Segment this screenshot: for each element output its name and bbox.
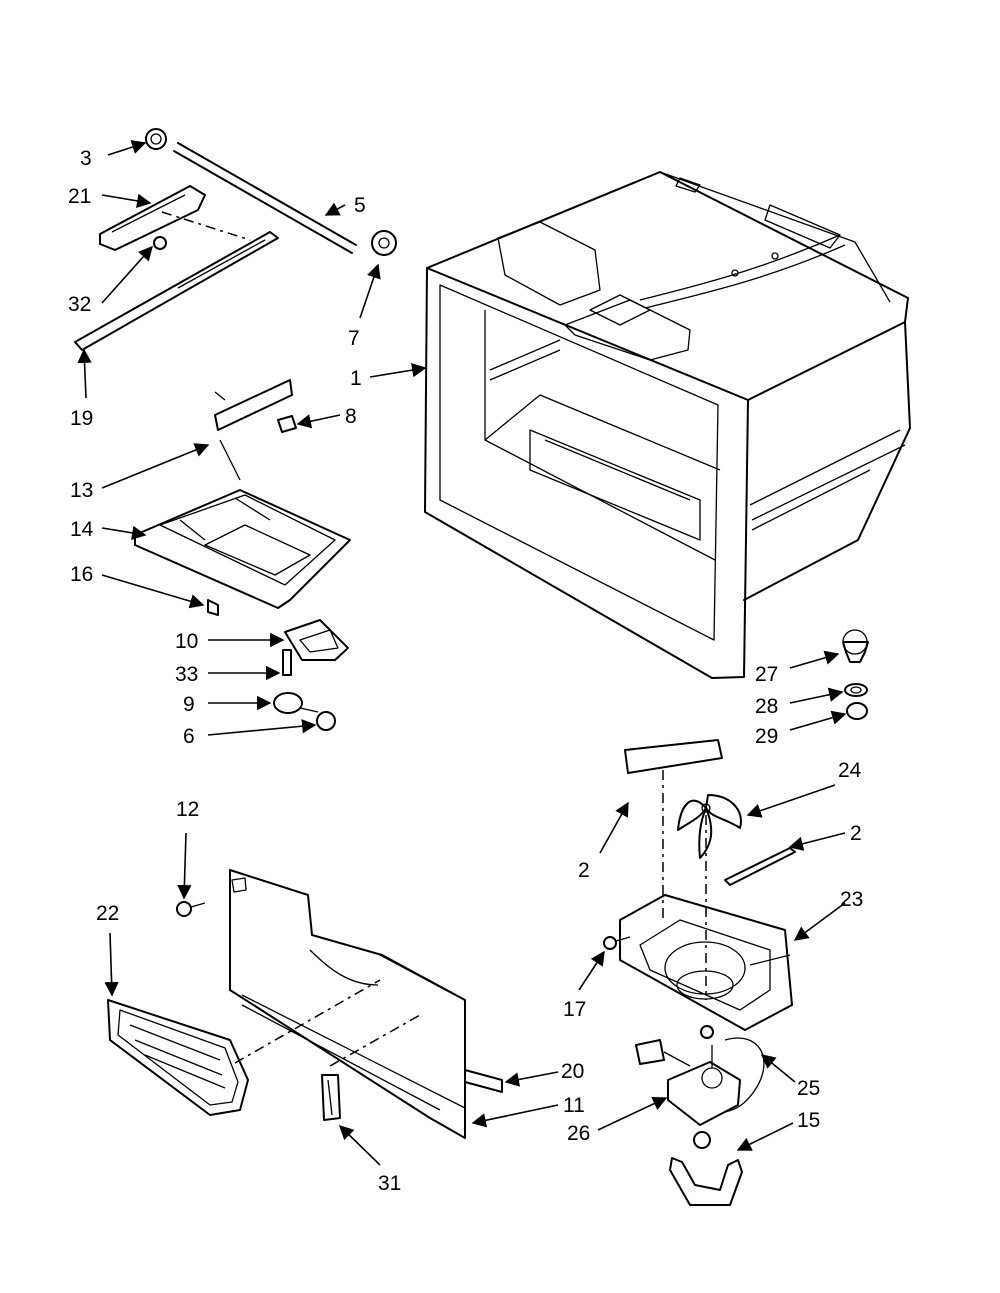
panel-assembly (107, 869, 503, 1139)
callout-2a: 2 (578, 859, 590, 882)
callout-15: 15 (797, 1109, 820, 1132)
callout-13: 13 (70, 479, 93, 502)
callout-6: 6 (183, 725, 195, 748)
callout-19: 19 (70, 407, 93, 430)
callout-8: 8 (345, 405, 357, 428)
cap-parts (842, 629, 869, 720)
callout-3: 3 (80, 147, 92, 170)
callout-9: 9 (183, 693, 195, 716)
rail-assembly (74, 128, 397, 351)
callout-31: 31 (378, 1172, 401, 1195)
callout-labels: 3 21 5 32 7 19 1 8 13 14 16 10 33 9 6 27… (68, 147, 863, 1195)
damper-parts (273, 619, 349, 731)
callout-22: 22 (96, 902, 119, 925)
damper-bracket (214, 379, 297, 481)
callout-5: 5 (354, 194, 366, 217)
callout-26: 26 (567, 1122, 590, 1145)
callout-1: 1 (350, 367, 362, 390)
tray-part (134, 489, 351, 616)
leader-lines (77, 140, 847, 1166)
callout-25: 25 (797, 1077, 820, 1100)
callout-28: 28 (755, 695, 778, 718)
callout-23: 23 (840, 888, 863, 911)
callout-16: 16 (70, 563, 93, 586)
callout-33: 33 (175, 663, 198, 686)
callout-10: 10 (175, 630, 198, 653)
callout-7: 7 (348, 327, 360, 350)
callout-12: 12 (176, 798, 199, 821)
callout-2b: 2 (850, 822, 862, 845)
callout-24: 24 (838, 759, 862, 782)
callout-21: 21 (68, 185, 91, 208)
callout-27: 27 (755, 663, 778, 686)
callout-32: 32 (68, 293, 91, 316)
callout-17: 17 (563, 998, 586, 1021)
callout-20: 20 (561, 1060, 584, 1083)
callout-29: 29 (755, 725, 778, 748)
callout-14: 14 (70, 518, 94, 541)
freezer-liner-part (424, 171, 911, 679)
callout-11: 11 (563, 1094, 585, 1117)
fan-assembly (603, 739, 796, 1206)
